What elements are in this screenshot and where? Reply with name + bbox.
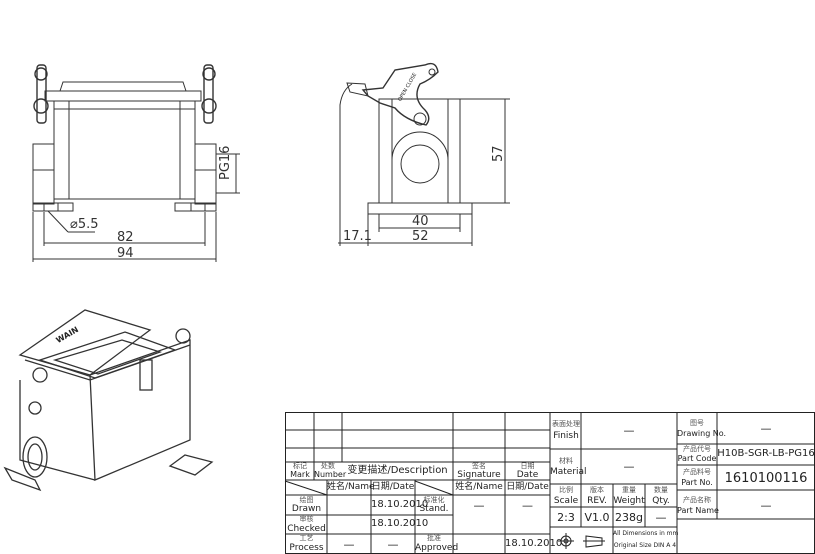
approved-date: 18.10.2010 bbox=[505, 538, 563, 549]
number-label: Number bbox=[314, 470, 347, 479]
weight-cn: 重量 bbox=[622, 486, 636, 494]
qty-label: Qty. bbox=[652, 496, 670, 506]
scale-value: 2:3 bbox=[557, 511, 575, 524]
name-col-header: 姓名/Name bbox=[327, 482, 375, 492]
original-size-note: Original Size DIN A 4 bbox=[613, 542, 677, 549]
drawing-no-cn: 图号 bbox=[690, 419, 704, 427]
drawn-label: Drawn bbox=[291, 504, 322, 514]
stand-name: — bbox=[473, 499, 485, 512]
weight-label: Weight bbox=[613, 496, 645, 506]
process-cn: 工艺 bbox=[299, 534, 314, 542]
side-view bbox=[338, 62, 510, 246]
rev-label: REV. bbox=[587, 496, 607, 506]
checked-date: 18.10.2010 bbox=[371, 518, 429, 529]
approved-label: Approved bbox=[415, 543, 459, 553]
rev-value: V1.0 bbox=[584, 511, 610, 524]
signature-header: Signature bbox=[457, 470, 501, 480]
process-name: — bbox=[343, 538, 355, 551]
drawn-date: 18.10.2010 bbox=[371, 499, 429, 510]
description-header: 变更描述/Description bbox=[347, 465, 448, 476]
drawn-cn: 绘图 bbox=[299, 496, 314, 504]
mark-cn: 标记 bbox=[293, 462, 307, 470]
stand-date: — bbox=[522, 499, 533, 512]
stand-cn: 标准化 bbox=[423, 496, 445, 504]
date-header: Date bbox=[516, 470, 539, 480]
material-value: — bbox=[623, 460, 635, 473]
mark-label: Mark bbox=[290, 470, 310, 479]
side-outer-dim: 52 bbox=[412, 229, 429, 244]
inner-width-dim: 82 bbox=[117, 230, 134, 245]
finish-value: — bbox=[623, 424, 635, 437]
height-dim: 57 bbox=[491, 145, 506, 162]
part-code-value: H10B-SGR-LB-PG16 bbox=[717, 448, 815, 459]
scale-cn: 比例 bbox=[559, 486, 573, 494]
hole-diameter-dim: ⌀5.5 bbox=[70, 217, 99, 232]
date-col2-header: 日期/Date bbox=[506, 482, 549, 492]
projection-symbol-icon bbox=[558, 533, 574, 549]
date-col-header: 日期/Date bbox=[371, 482, 415, 492]
name-col2-header: 姓名/Name bbox=[455, 482, 503, 492]
checked-label: Checked bbox=[287, 524, 326, 534]
outer-width-dim: 94 bbox=[117, 246, 134, 261]
offset-dim: 17.1 bbox=[343, 229, 372, 244]
qty-cn: 数量 bbox=[654, 486, 668, 494]
approved-cn: 批准 bbox=[427, 534, 441, 542]
right-lever bbox=[201, 64, 217, 124]
side-inner-dim: 40 bbox=[412, 214, 429, 229]
finish-label: Finish bbox=[553, 431, 579, 441]
stand-label: Stand. bbox=[419, 504, 449, 514]
isometric-view bbox=[3, 309, 214, 492]
part-name-label: Part Name bbox=[677, 506, 719, 515]
left-lever bbox=[33, 64, 49, 124]
part-name-value: — bbox=[760, 499, 772, 512]
material-label: Material bbox=[550, 467, 587, 477]
part-code-label: Part Code bbox=[677, 454, 717, 463]
process-label: Process bbox=[289, 543, 324, 553]
checked-cn: 审核 bbox=[299, 515, 314, 523]
part-code-cn: 产品代号 bbox=[683, 445, 711, 453]
part-no-cn: 产品料号 bbox=[683, 468, 711, 476]
title-block-grid bbox=[284, 412, 815, 554]
weight-value: 238g bbox=[615, 511, 643, 524]
thread-dim: PG16 bbox=[218, 145, 233, 180]
date-cn: 日期 bbox=[520, 462, 535, 470]
number-cn: 处数 bbox=[321, 462, 335, 470]
part-no-value: 1610100116 bbox=[724, 471, 808, 486]
part-no-label: Part No. bbox=[681, 478, 713, 487]
material-cn: 材料 bbox=[559, 457, 573, 465]
cone-symbol-icon bbox=[583, 535, 605, 548]
process-date: — bbox=[387, 538, 399, 551]
drawing-no-label: Drawing No. bbox=[677, 429, 727, 438]
rev-cn: 版本 bbox=[590, 486, 604, 494]
part-name-cn: 产品名称 bbox=[683, 496, 711, 504]
dimensions-note: All Dimensions in mm bbox=[613, 530, 679, 537]
scale-label: Scale bbox=[553, 496, 579, 506]
front-view bbox=[32, 64, 240, 262]
signature-cn: 签名 bbox=[472, 462, 486, 470]
finish-cn: 表面处理 bbox=[552, 420, 580, 428]
drawing-no-value: — bbox=[760, 422, 772, 435]
qty-value: — bbox=[655, 511, 667, 524]
